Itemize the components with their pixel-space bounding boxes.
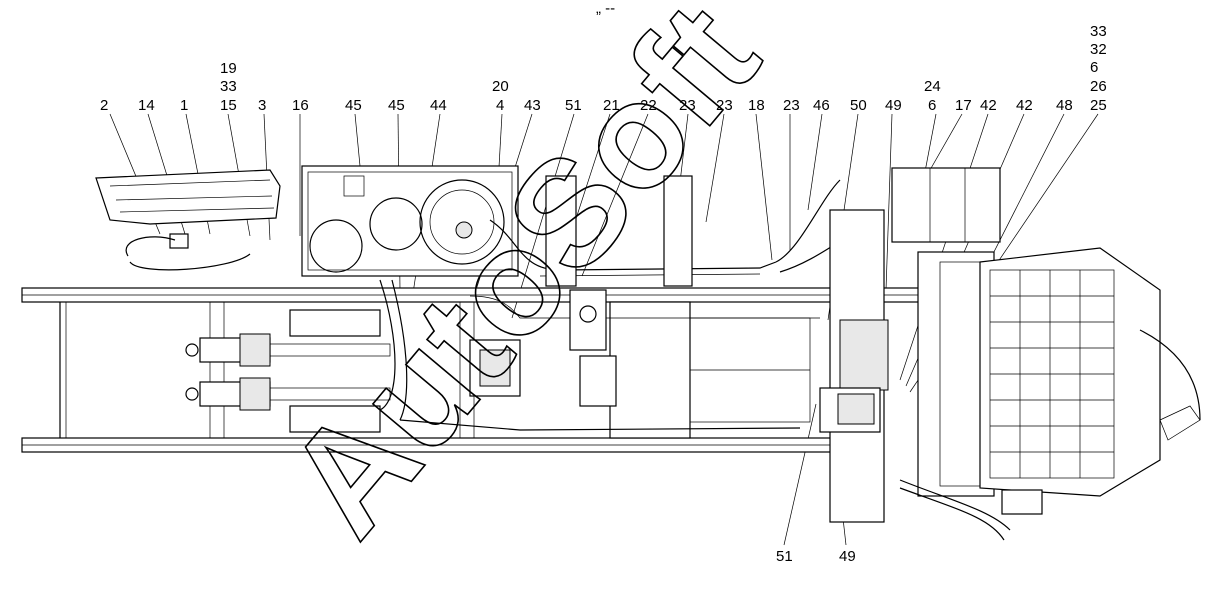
filter-blocks <box>891 167 1001 243</box>
callout-45: 45 <box>345 97 362 114</box>
chassis-frame <box>21 287 923 453</box>
callout-33: 33 <box>220 78 237 95</box>
callout-24: 24 <box>924 78 941 95</box>
callout-4: 4 <box>496 97 504 114</box>
callout-32: 32 <box>1090 41 1107 58</box>
callout-1: 1 <box>180 97 188 114</box>
callout-16: 16 <box>292 97 309 114</box>
callout-3: 3 <box>258 97 266 114</box>
callout-20: 20 <box>492 78 509 95</box>
callout-45: 45 <box>388 97 405 114</box>
outrigger-cylinders <box>185 309 391 433</box>
callout-48: 48 <box>1056 97 1073 114</box>
callout-18: 18 <box>748 97 765 114</box>
callout-17: 17 <box>955 97 972 114</box>
callout-44: 44 <box>430 97 447 114</box>
watermark-text: AutoSoft <box>254 0 790 566</box>
callout-33: 33 <box>1090 23 1107 40</box>
callout-46: 46 <box>813 97 830 114</box>
callout-23: 23 <box>679 97 696 114</box>
callout-6: 6 <box>928 97 936 114</box>
oil-cooler <box>95 169 281 271</box>
callout-15: 15 <box>220 97 237 114</box>
callout-6: 6 <box>1090 59 1098 76</box>
callout-42: 42 <box>980 97 997 114</box>
callout-25: 25 <box>1090 97 1107 114</box>
callout-51: 51 <box>565 97 582 114</box>
callout-labels: 2 14 1 19 33 15 3 16 45 45 44 20 4 43 51… <box>100 23 1107 565</box>
callout-14: 14 <box>138 97 155 114</box>
callout-21: 21 <box>603 97 620 114</box>
callout-2: 2 <box>100 97 108 114</box>
valve-block-center <box>469 339 617 407</box>
hydraulic-tank <box>301 165 519 277</box>
callout-42: 42 <box>1016 97 1033 114</box>
callout-26: 26 <box>1090 78 1107 95</box>
callout-19: 19 <box>220 60 237 77</box>
mounting-plates <box>545 175 693 351</box>
callout-23: 23 <box>783 97 800 114</box>
callout-22: 22 <box>640 97 657 114</box>
callout-51: 51 <box>776 548 793 565</box>
callout-49: 49 <box>839 548 856 565</box>
callout-49: 49 <box>885 97 902 114</box>
watermark: AutoSoft <box>253 0 790 566</box>
callout-50: 50 <box>850 97 867 114</box>
callout-43: 43 <box>524 97 541 114</box>
top-mark: „ -- <box>596 0 615 17</box>
radiator-assembly <box>899 247 1201 541</box>
control-valve <box>819 209 889 523</box>
callout-23: 23 <box>716 97 733 114</box>
